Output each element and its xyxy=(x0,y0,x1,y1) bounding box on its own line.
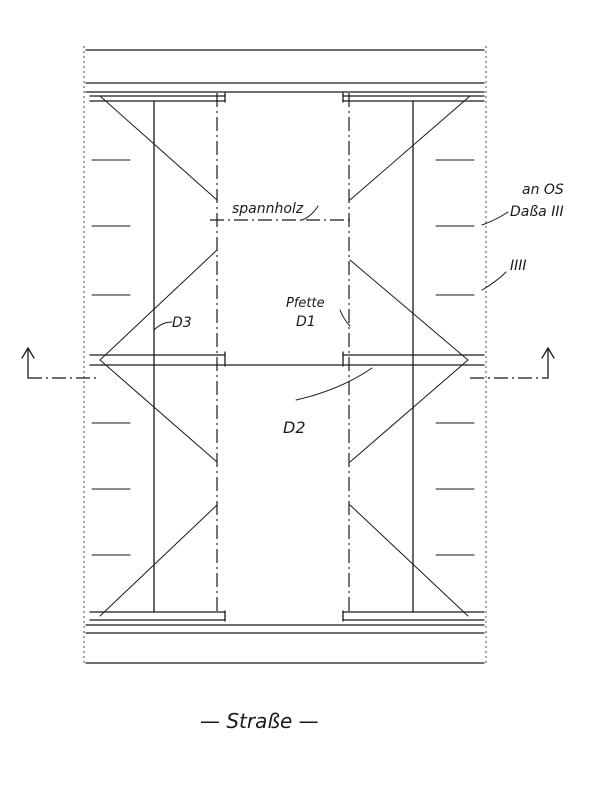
label-pfette-d1: D1 xyxy=(296,314,316,330)
rafter-ticks-left xyxy=(91,159,131,556)
d3-leader xyxy=(153,321,173,331)
section-arrow-right-icon xyxy=(541,346,555,379)
label-d3: D3 xyxy=(172,315,192,331)
diagonal-bracing xyxy=(99,95,471,617)
label-an-os-line2: Daßa III xyxy=(510,204,564,220)
spannholz-leader xyxy=(301,205,319,221)
label-pfette: Pfette xyxy=(286,296,325,311)
lower-beam xyxy=(89,610,485,622)
label-an-os-line1: an OS xyxy=(522,182,564,198)
label-spannholz: spannholz xyxy=(232,201,304,217)
section-arrow-left-icon xyxy=(21,346,35,379)
bottom-wall xyxy=(85,624,485,664)
pfette-leader xyxy=(339,309,351,327)
d2-leader xyxy=(295,367,373,401)
top-wall xyxy=(85,49,485,93)
label-d2: D2 xyxy=(283,418,306,437)
middle-beam xyxy=(89,351,485,367)
hatch-leader xyxy=(481,271,507,291)
label-hatch: IIII xyxy=(510,258,527,274)
label-strasse: — Straße — xyxy=(200,709,319,733)
upper-beam xyxy=(89,92,485,103)
rafter-ticks-right xyxy=(435,159,475,556)
an-os-leader xyxy=(481,211,509,226)
